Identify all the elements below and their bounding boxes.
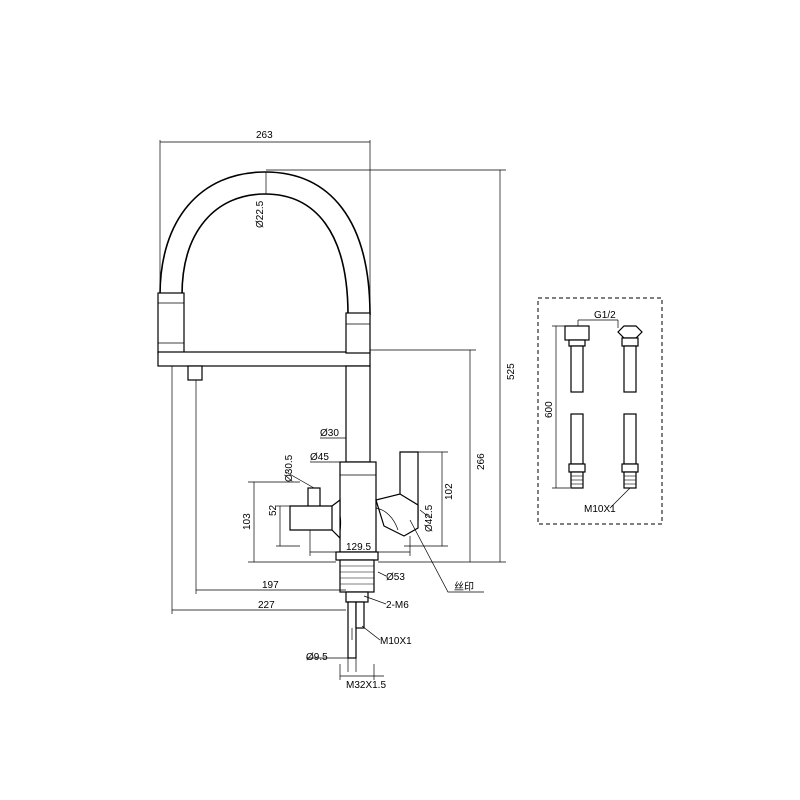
- hose-detail: 600 G1/2: [537, 297, 663, 525]
- dim-227: 227: [258, 600, 275, 611]
- hose-right: [617, 325, 643, 489]
- dim-263: 263: [256, 130, 273, 141]
- dim-102: 102: [444, 483, 455, 500]
- dim-197: 197: [262, 580, 279, 591]
- dim-pipe-dia: Ø9.5: [306, 652, 328, 663]
- dimension-labels: 263 Ø22.5 525 266 Ø30 Ø45 Ø30.5 52 103 1…: [242, 130, 517, 691]
- dim-2-m6: 2-M6: [386, 600, 409, 611]
- hose-thread-label: M10X1: [584, 504, 616, 515]
- faucet-outline: [157, 171, 419, 659]
- dim-52: 52: [268, 504, 279, 516]
- dim-body-dia: Ø45: [310, 452, 329, 463]
- dim-m10x1: M10X1: [380, 636, 412, 647]
- fitting-label: G1/2: [594, 310, 616, 321]
- dim-right-handle-dia: Ø42.5: [424, 504, 435, 532]
- hose-detail-frame: [537, 297, 663, 525]
- dim-129-5: 129.5: [346, 542, 371, 553]
- hose-left: [564, 325, 590, 489]
- silk-print-label: 丝印: [454, 581, 474, 593]
- dim-neck-dia: Ø30: [320, 428, 339, 439]
- hose-length-label: 600: [544, 401, 555, 418]
- dimension-lines: [159, 140, 506, 680]
- dim-base-dia: Ø53: [386, 572, 405, 583]
- dim-handle-dia: Ø30.5: [284, 454, 295, 482]
- dim-266: 266: [476, 453, 487, 470]
- dim-spout-dia: Ø22.5: [255, 200, 266, 228]
- thread-hatching: [340, 565, 374, 585]
- dim-m32x1-5: M32X1.5: [346, 680, 386, 691]
- dim-103: 103: [242, 513, 253, 530]
- dim-525: 525: [506, 363, 517, 380]
